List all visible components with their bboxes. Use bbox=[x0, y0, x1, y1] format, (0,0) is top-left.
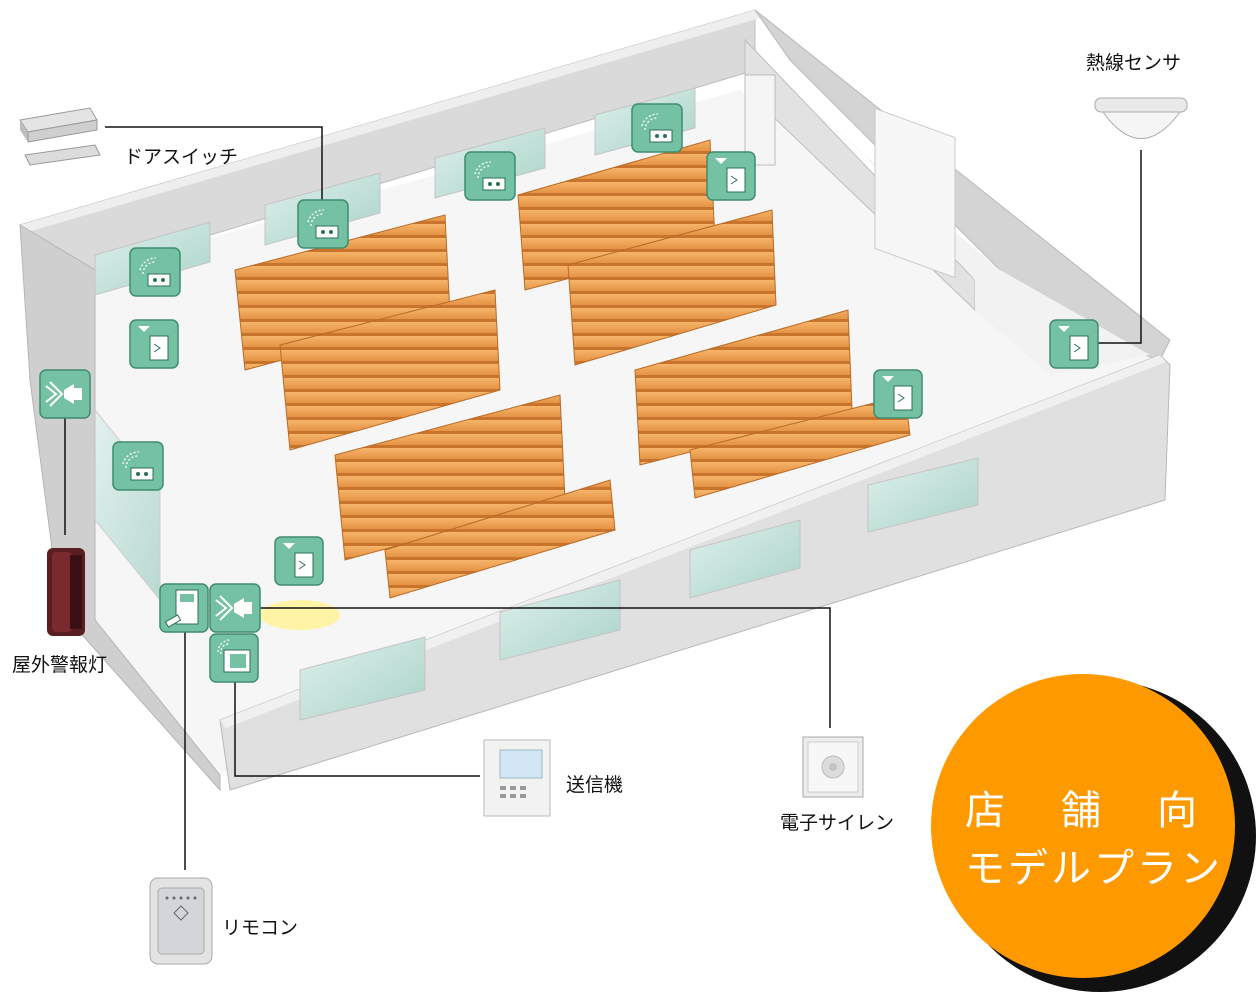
shelf-unit bbox=[384, 479, 616, 599]
back-wall-top bbox=[20, 10, 760, 232]
shelf-unit bbox=[279, 289, 501, 451]
window bbox=[499, 579, 621, 661]
window bbox=[689, 519, 801, 599]
sensor-icons bbox=[39, 103, 1099, 683]
outdoor-alarm-light-device bbox=[47, 548, 85, 636]
electronic-siren-label: 電子サイレン bbox=[780, 812, 895, 834]
door-sensor-icon bbox=[129, 247, 181, 297]
window bbox=[867, 457, 979, 533]
heat-sensor-icon bbox=[706, 151, 756, 201]
front-wall-top bbox=[220, 355, 1166, 728]
shelf-unit bbox=[689, 394, 911, 499]
heat-sensor-icon bbox=[274, 536, 324, 586]
door-sensor-icon bbox=[631, 103, 683, 153]
back-room-floor bbox=[800, 100, 1150, 375]
alarm-light-icon bbox=[39, 369, 91, 419]
siren-icon bbox=[209, 583, 261, 633]
door-switch-device bbox=[19, 107, 101, 166]
heat-sensor-line bbox=[1098, 150, 1142, 344]
transmitter-icon bbox=[209, 633, 259, 683]
equipment bbox=[19, 97, 1188, 965]
heat-sensor-label: 熱線センサ bbox=[1086, 52, 1182, 74]
remote-control-label: リモコン bbox=[222, 917, 299, 939]
heat-sensor-icon bbox=[873, 369, 923, 419]
transmitter-label: 送信機 bbox=[566, 774, 624, 796]
connection-lines bbox=[64, 126, 1142, 870]
heat-sensor-icon bbox=[1049, 319, 1099, 369]
door-switch-label: ドアスイッチ bbox=[124, 146, 239, 168]
transmitter-line bbox=[234, 680, 480, 777]
back-room-panel bbox=[874, 107, 956, 279]
door-sensor-icon bbox=[297, 199, 349, 249]
entrance-light bbox=[260, 600, 340, 630]
window bbox=[299, 636, 426, 721]
shelves bbox=[234, 139, 911, 599]
door-sensor-icon bbox=[112, 441, 164, 491]
heat-sensor-icon bbox=[129, 319, 179, 369]
outdoor-alarm-light-label: 屋外警報灯 bbox=[12, 654, 108, 676]
remote-control-device bbox=[149, 877, 213, 965]
door-switch-line bbox=[105, 126, 323, 205]
back-door bbox=[744, 74, 776, 166]
electronic-siren-device bbox=[802, 736, 864, 798]
badge-title-line1: 店 舗 向 bbox=[965, 788, 1205, 834]
badge-title-line2: モデルプラン bbox=[965, 846, 1223, 892]
model-plan-badge bbox=[931, 674, 1256, 992]
left-wall bbox=[19, 224, 221, 792]
siren-line bbox=[258, 607, 831, 728]
shelf-unit bbox=[567, 209, 777, 366]
heat-sensor-device bbox=[1094, 97, 1188, 139]
door-sensor-icon bbox=[464, 151, 516, 201]
remote-control-icon bbox=[159, 583, 209, 633]
transmitter-device bbox=[483, 739, 551, 817]
